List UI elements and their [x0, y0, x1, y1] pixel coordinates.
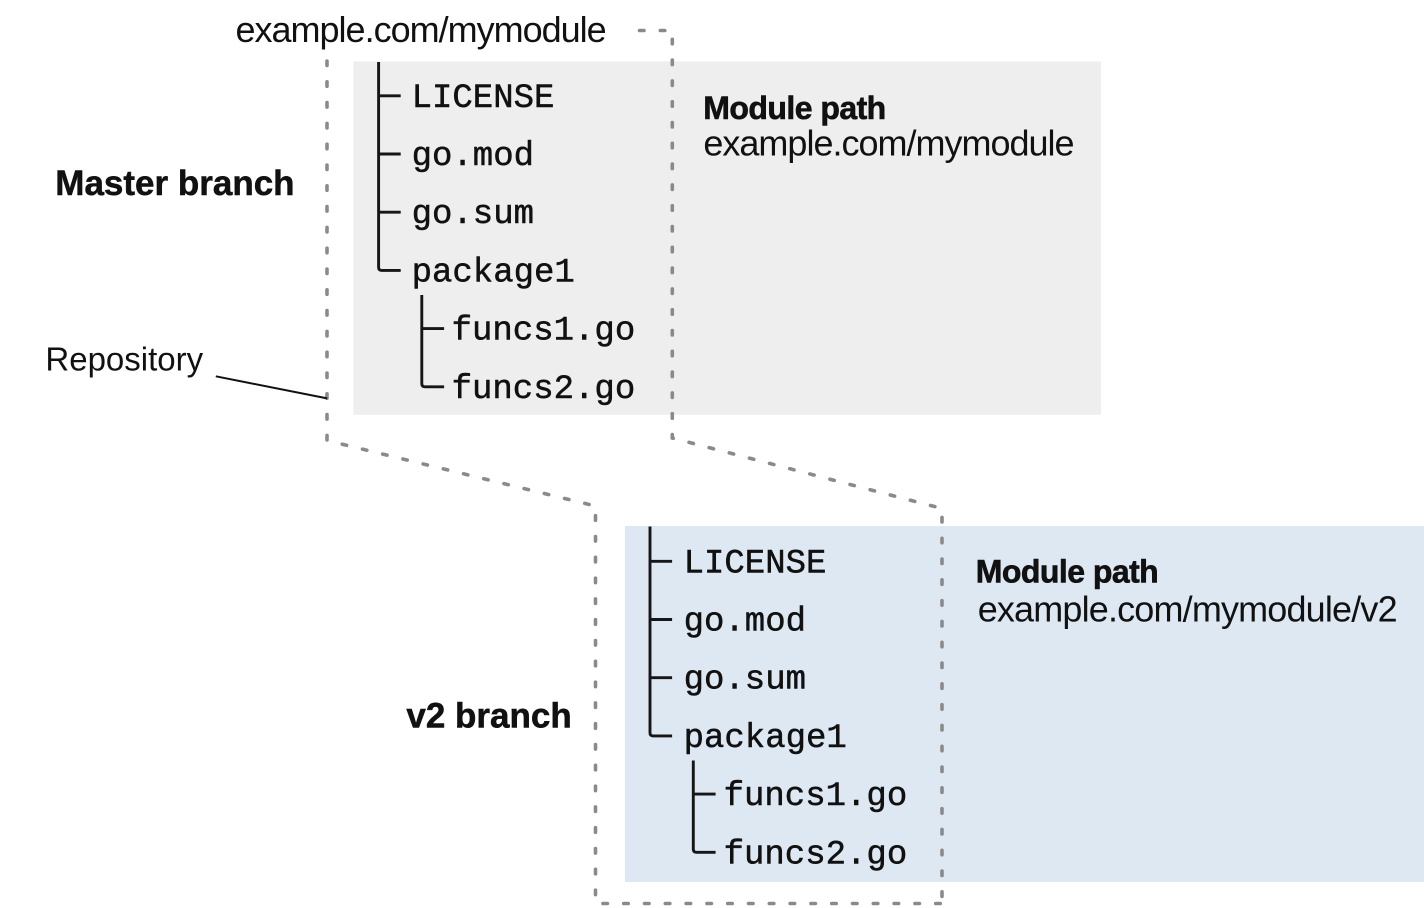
svg-text:LICENSE: LICENSE	[684, 545, 827, 583]
svg-text:Module path: Module path	[976, 554, 1158, 590]
svg-text:LICENSE: LICENSE	[412, 80, 555, 118]
svg-text:example.com/mymodule: example.com/mymodule	[703, 123, 1073, 164]
svg-text:go.mod: go.mod	[684, 604, 806, 642]
svg-text:go.mod: go.mod	[412, 138, 534, 176]
svg-text:go.sum: go.sum	[684, 662, 806, 700]
svg-text:example.com/mymodule: example.com/mymodule	[236, 9, 606, 50]
svg-text:package1: package1	[684, 720, 847, 758]
svg-text:Repository: Repository	[45, 341, 203, 378]
svg-text:funcs1.go: funcs1.go	[724, 778, 908, 816]
svg-text:go.sum: go.sum	[412, 196, 534, 234]
svg-text:Module path: Module path	[703, 90, 885, 126]
svg-text:funcs1.go: funcs1.go	[452, 313, 636, 351]
svg-text:funcs2.go: funcs2.go	[724, 836, 908, 874]
svg-text:Master branch: Master branch	[55, 164, 294, 203]
svg-text:v2 branch: v2 branch	[406, 696, 571, 735]
svg-text:package1: package1	[412, 254, 575, 292]
svg-text:funcs2.go: funcs2.go	[452, 371, 636, 409]
svg-text:example.com/mymodule/v2: example.com/mymodule/v2	[978, 588, 1397, 629]
